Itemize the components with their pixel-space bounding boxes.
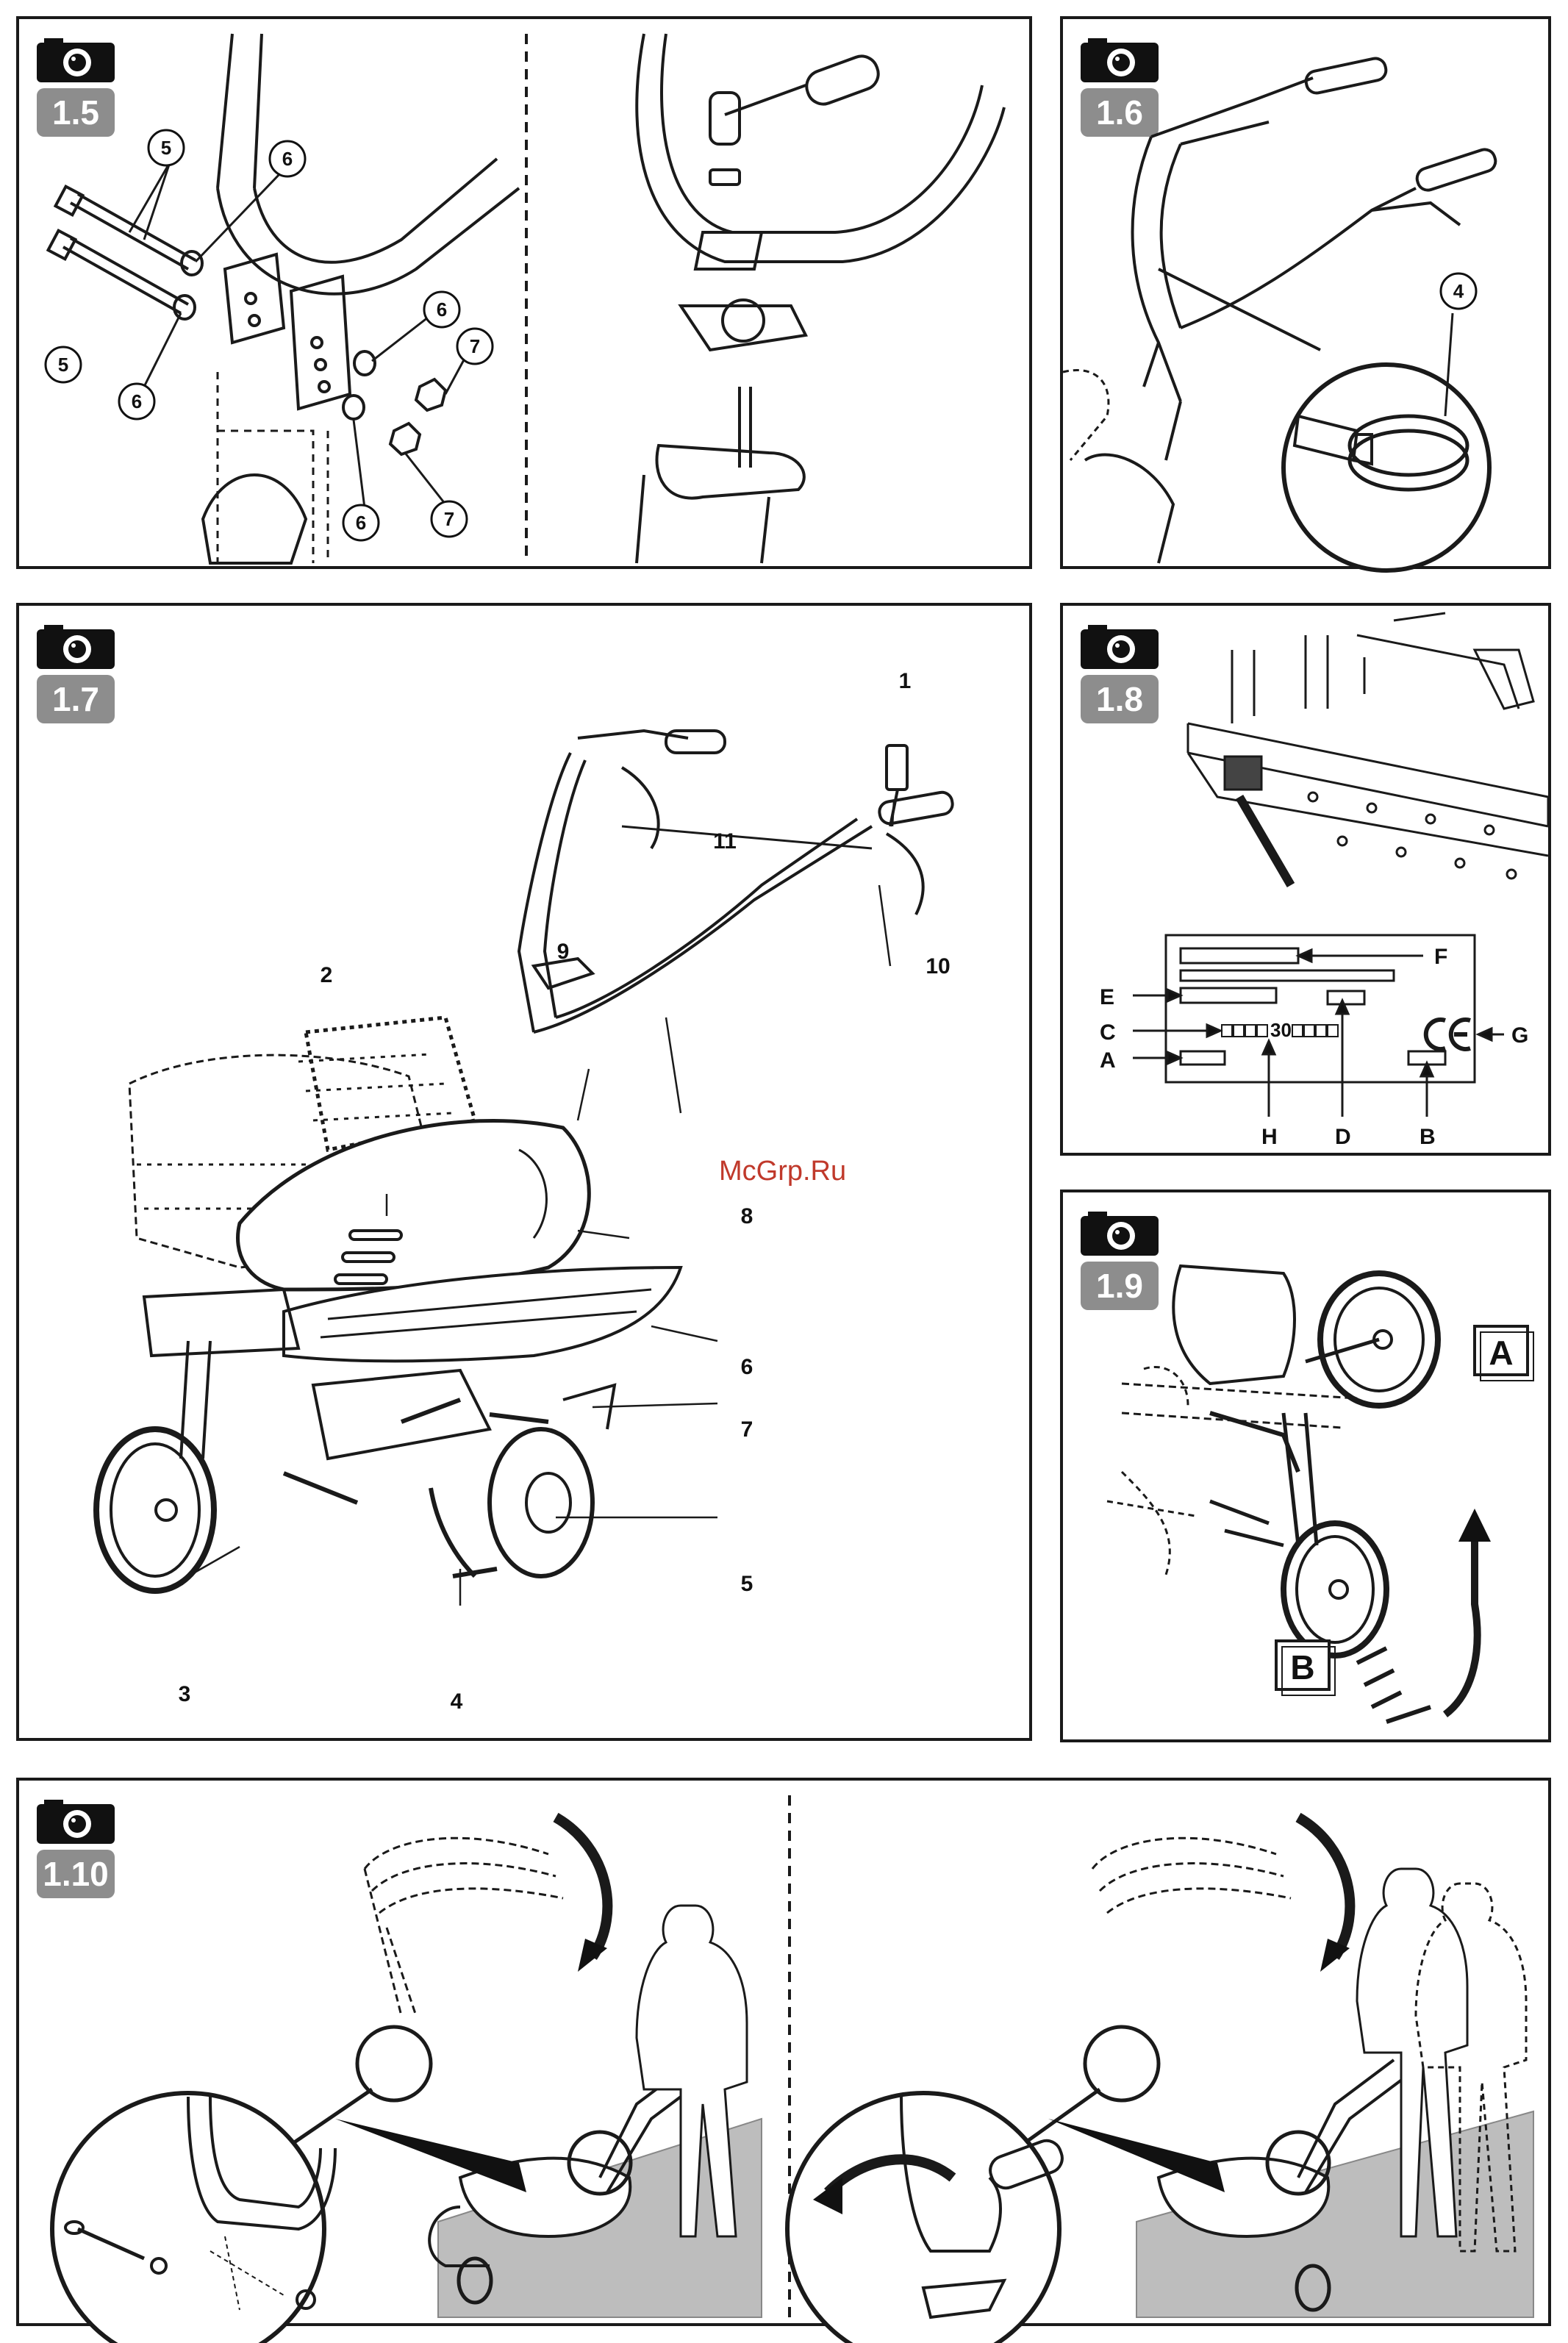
callout-5: 5 xyxy=(741,1572,753,1596)
callout-6: 6 xyxy=(437,298,447,321)
figure-1-8-labels: A B C D E F G H 30 xyxy=(1063,606,1554,1159)
plate-label-H: H xyxy=(1261,1125,1278,1149)
watermark-text: McGrp.Ru xyxy=(719,1156,846,1187)
callout-7: 7 xyxy=(741,1417,753,1442)
plate-value: 30 xyxy=(1270,1019,1292,1041)
callout-8: 8 xyxy=(741,1204,753,1228)
plate-label-C: C xyxy=(1100,1020,1116,1045)
callout-9: 9 xyxy=(557,940,570,964)
callout-6: 6 xyxy=(741,1355,753,1379)
callout-3: 3 xyxy=(179,1682,191,1706)
figure-1-5-panel: 1.5 xyxy=(16,16,1032,569)
plate-label-B: B xyxy=(1420,1125,1436,1149)
figure-1-9-labels: A B xyxy=(1063,1192,1554,1745)
callout-6: 6 xyxy=(132,390,142,412)
figure-1-6-callouts: 4 xyxy=(1063,19,1554,572)
plate-label-E: E xyxy=(1100,985,1114,1009)
plate-label-A: A xyxy=(1100,1048,1116,1073)
callout-7: 7 xyxy=(444,508,454,530)
callout-6: 6 xyxy=(282,148,293,170)
callout-5: 5 xyxy=(58,354,68,376)
callout-6: 6 xyxy=(356,512,366,534)
callout-10: 10 xyxy=(926,954,950,979)
figure-1-6-panel: 1.6 4 xyxy=(1060,16,1551,569)
handle-height-adjustment-drawing xyxy=(19,1781,1554,2329)
callout-4: 4 xyxy=(1453,280,1464,302)
figure-1-7-callouts: 1 2 3 4 5 6 7 8 9 10 11 xyxy=(19,606,1035,1744)
figure-1-7-panel: 1.7 xyxy=(16,603,1032,1741)
wheel-position-B: B xyxy=(1290,1648,1314,1686)
plate-label-G: G xyxy=(1511,1023,1528,1048)
callout-7: 7 xyxy=(470,335,480,357)
figure-1-8-panel: 1.8 A B C D xyxy=(1060,603,1551,1156)
callout-1: 1 xyxy=(899,669,912,693)
plate-label-F: F xyxy=(1434,945,1447,969)
callout-2: 2 xyxy=(321,963,333,987)
wheel-position-A: A xyxy=(1489,1334,1513,1372)
figure-1-9-panel: 1.9 A B xyxy=(1060,1190,1551,1742)
callout-4: 4 xyxy=(451,1689,463,1714)
callout-11: 11 xyxy=(713,829,737,854)
plate-label-D: D xyxy=(1335,1125,1351,1149)
figure-1-10-panel: 1.10 xyxy=(16,1778,1551,2326)
callout-5: 5 xyxy=(161,137,171,159)
figure-1-5-callouts: 5 5 6 6 6 6 7 7 xyxy=(19,19,1035,572)
